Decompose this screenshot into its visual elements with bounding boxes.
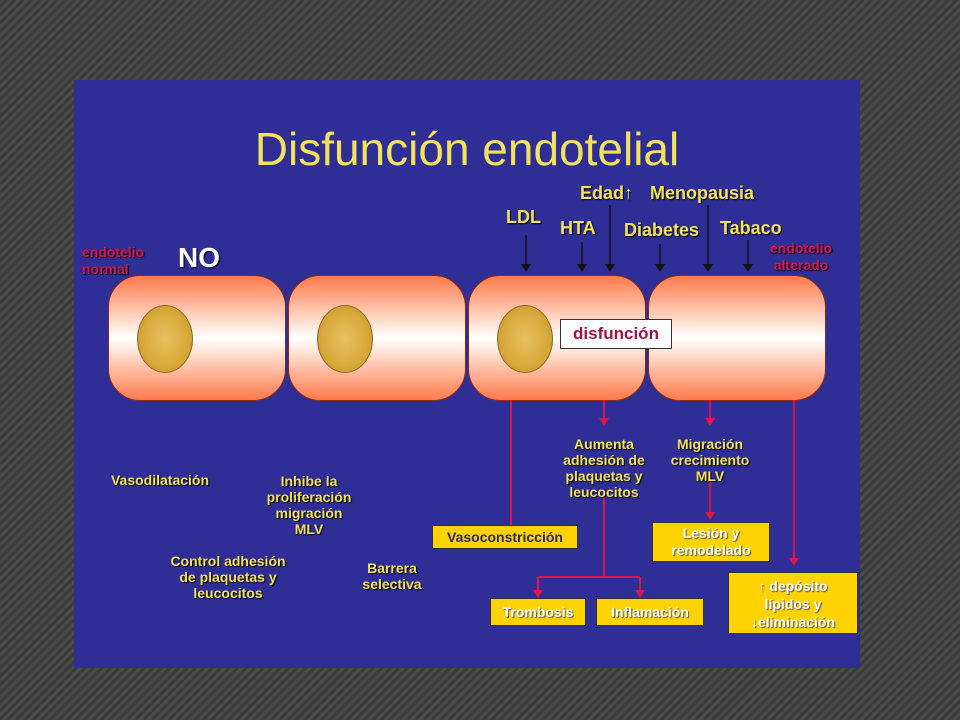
factor-edad: Edad↑ bbox=[580, 183, 634, 203]
no-label: NO bbox=[178, 242, 220, 273]
cell-nucleus bbox=[497, 305, 553, 373]
endothelial-cell-4 bbox=[648, 275, 826, 401]
effect-vasodilatacion: Vasodilatación bbox=[110, 472, 210, 488]
slide-title: Disfunción endotelial bbox=[254, 123, 680, 175]
disfuncion-label: disfunción bbox=[560, 319, 672, 349]
cell-nucleus bbox=[137, 305, 193, 373]
box-lesion-remodelado: Lesión y remodelado bbox=[652, 522, 770, 562]
factor-tabaco: Tabaco bbox=[720, 218, 782, 238]
endotelio-normal-label: endotelio normal bbox=[82, 244, 145, 277]
slide: Disfunción endotelial Edad↑ Menopausia L… bbox=[74, 80, 860, 668]
effect-barrera-selectiva: Barrera selectiva bbox=[362, 560, 422, 592]
box-deposito-lipidos: ↑ depósito lípidos y ↓eliminación bbox=[728, 572, 858, 634]
endotelio-alterado-label: endotelio alterado bbox=[770, 240, 833, 273]
endothelial-cell-2 bbox=[288, 275, 466, 401]
factor-diabetes: Diabetes bbox=[624, 220, 700, 240]
effect-control-adhesion: Control adhesión de plaquetas y leucocit… bbox=[170, 553, 286, 601]
factor-menopausia: Menopausia bbox=[650, 183, 755, 203]
endothelial-cell-1 bbox=[108, 275, 286, 401]
box-trombosis: Trombosis bbox=[490, 598, 586, 626]
effect-migracion-crecimiento: Migración crecimiento MLV bbox=[670, 436, 750, 484]
box-inflamacion: Inflamación bbox=[596, 598, 704, 626]
cell-nucleus bbox=[317, 305, 373, 373]
effect-aumenta-adhesion: Aumenta adhesión de plaquetas y leucocit… bbox=[563, 436, 645, 500]
box-vasoconstriccion: Vasoconstricción bbox=[432, 525, 578, 549]
factor-hta: HTA bbox=[560, 218, 596, 238]
effect-inhibe-proliferacion: Inhibe la proliferación migración MLV bbox=[266, 473, 352, 537]
factor-ldl: LDL bbox=[506, 207, 541, 227]
arrows bbox=[506, 205, 799, 598]
